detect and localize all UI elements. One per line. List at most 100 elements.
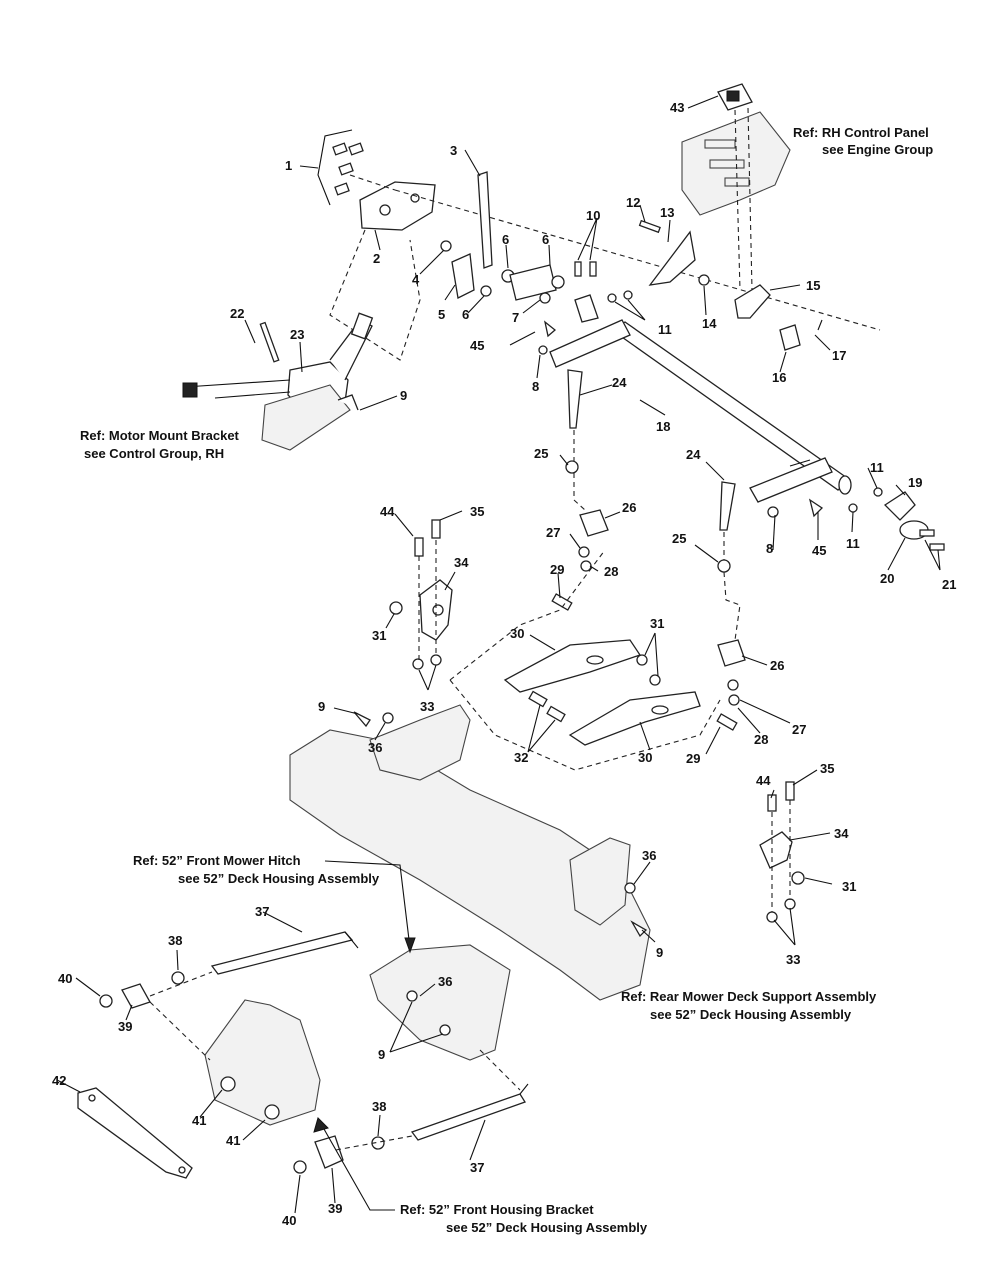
callout-28b: 28 xyxy=(754,732,768,747)
callout-25: 25 xyxy=(534,446,548,461)
callout-24b: 24 xyxy=(686,447,701,462)
callout-44b: 44 xyxy=(756,773,771,788)
callout-10: 10 xyxy=(586,208,600,223)
callout-31b: 31 xyxy=(650,616,664,631)
callout-13: 13 xyxy=(660,205,674,220)
callout-11b: 11 xyxy=(870,460,884,475)
arm-part-30 xyxy=(503,639,642,693)
callout-38: 38 xyxy=(168,933,182,948)
callout-44: 44 xyxy=(380,504,395,519)
ref-front-mower-hitch-line2: see 52” Deck Housing Assembly xyxy=(178,871,380,886)
callout-26: 26 xyxy=(622,500,636,515)
callout-42: 42 xyxy=(52,1073,66,1088)
callout-9c: 9 xyxy=(656,945,663,960)
shaft-part-18 xyxy=(549,319,852,503)
callout-15: 15 xyxy=(806,278,820,293)
ref-motor-mount-line2: see Control Group, RH xyxy=(84,446,224,461)
ref-front-mower-hitch-line1: Ref: 52” Front Mower Hitch xyxy=(133,853,301,868)
callout-43: 43 xyxy=(670,100,684,115)
callout-9b: 9 xyxy=(318,699,325,714)
callout-32: 32 xyxy=(514,750,528,765)
spring-part-45 xyxy=(543,320,557,338)
rear-deck-support-ref-part xyxy=(289,704,651,1001)
switch-part-43 xyxy=(717,83,753,111)
callout-26b: 26 xyxy=(770,658,784,673)
callout-11: 11 xyxy=(658,322,672,337)
callout-38b: 38 xyxy=(372,1099,386,1114)
bracket-part-2 xyxy=(359,181,436,231)
callout-33: 33 xyxy=(420,699,434,714)
reference-notes: Ref: RH Control Panel see Engine Group R… xyxy=(80,125,933,1235)
ref-rh-control-panel-line1: Ref: RH Control Panel xyxy=(793,125,929,140)
callout-45b: 45 xyxy=(812,543,826,558)
ref-rear-deck-support-line2: see 52” Deck Housing Assembly xyxy=(650,1007,852,1022)
callout-40b: 40 xyxy=(282,1213,296,1228)
callout-7: 7 xyxy=(512,310,519,325)
callout-34b: 34 xyxy=(834,826,849,841)
callout-17: 17 xyxy=(832,348,846,363)
callout-5: 5 xyxy=(438,307,445,322)
callout-8b: 8 xyxy=(766,541,773,556)
bolts-part-1 xyxy=(317,129,364,206)
callout-39b: 39 xyxy=(328,1201,342,1216)
ref-rear-deck-support-line1: Ref: Rear Mower Deck Support Assembly xyxy=(621,989,877,1004)
plate-part-13 xyxy=(648,230,696,286)
callout-21: 21 xyxy=(942,577,956,592)
ref-rh-control-panel-line2: see Engine Group xyxy=(822,142,933,157)
callout-31: 31 xyxy=(372,628,386,643)
callout-12: 12 xyxy=(626,195,640,210)
callout-41b: 41 xyxy=(226,1133,240,1148)
front-housing-bracket-ref-part xyxy=(204,999,321,1126)
callout-24: 24 xyxy=(612,375,627,390)
callout-6c: 6 xyxy=(462,307,469,322)
ref-front-housing-bracket-line2: see 52” Deck Housing Assembly xyxy=(446,1220,648,1235)
callout-40: 40 xyxy=(58,971,72,986)
bracket-part-5 xyxy=(451,253,475,299)
ref-motor-mount-line1: Ref: Motor Mount Bracket xyxy=(80,428,240,443)
callout-34: 34 xyxy=(454,555,469,570)
callout-19: 19 xyxy=(908,475,922,490)
callout-25b: 25 xyxy=(672,531,686,546)
callout-27: 27 xyxy=(546,525,560,540)
callout-18: 18 xyxy=(656,419,670,434)
callout-33b: 33 xyxy=(786,952,800,967)
nut-part-4 xyxy=(440,240,452,252)
callout-36b: 36 xyxy=(642,848,656,863)
callout-37b: 37 xyxy=(470,1160,484,1175)
callout-28: 28 xyxy=(604,564,618,579)
callout-2: 2 xyxy=(373,251,380,266)
callout-30b: 30 xyxy=(638,750,652,765)
front-mower-hitch-ref-part xyxy=(369,944,511,1061)
callout-3: 3 xyxy=(450,143,457,158)
callout-30: 30 xyxy=(510,626,524,641)
callout-35: 35 xyxy=(470,504,484,519)
callout-31c: 31 xyxy=(842,879,856,894)
rh-control-panel-ref-part xyxy=(681,111,791,216)
callout-39: 39 xyxy=(118,1019,132,1034)
callout-6b: 6 xyxy=(542,232,549,247)
callout-35b: 35 xyxy=(820,761,834,776)
callout-6: 6 xyxy=(502,232,509,247)
callout-16: 16 xyxy=(772,370,786,385)
arm-part-30b xyxy=(568,691,701,746)
callout-labels: 1 2 3 4 5 6 6 6 7 8 8 9 9 9 9 10 11 11 1… xyxy=(52,100,956,1228)
callout-37: 37 xyxy=(255,904,269,919)
callout-4: 4 xyxy=(412,272,420,287)
callout-1: 1 xyxy=(285,158,292,173)
callout-9: 9 xyxy=(400,388,407,403)
callout-14: 14 xyxy=(702,316,717,331)
callout-23: 23 xyxy=(290,327,304,342)
leader-lines xyxy=(56,95,941,1214)
callout-29: 29 xyxy=(550,562,564,577)
callout-11c: 11 xyxy=(846,536,860,551)
callout-8: 8 xyxy=(532,379,539,394)
callout-9d: 9 xyxy=(378,1047,385,1062)
callout-36c: 36 xyxy=(438,974,452,989)
callout-22: 22 xyxy=(230,306,244,321)
callout-41: 41 xyxy=(192,1113,206,1128)
callout-36: 36 xyxy=(368,740,382,755)
callout-20: 20 xyxy=(880,571,894,586)
ref-front-housing-bracket-line1: Ref: 52” Front Housing Bracket xyxy=(400,1202,594,1217)
callout-27b: 27 xyxy=(792,722,806,737)
